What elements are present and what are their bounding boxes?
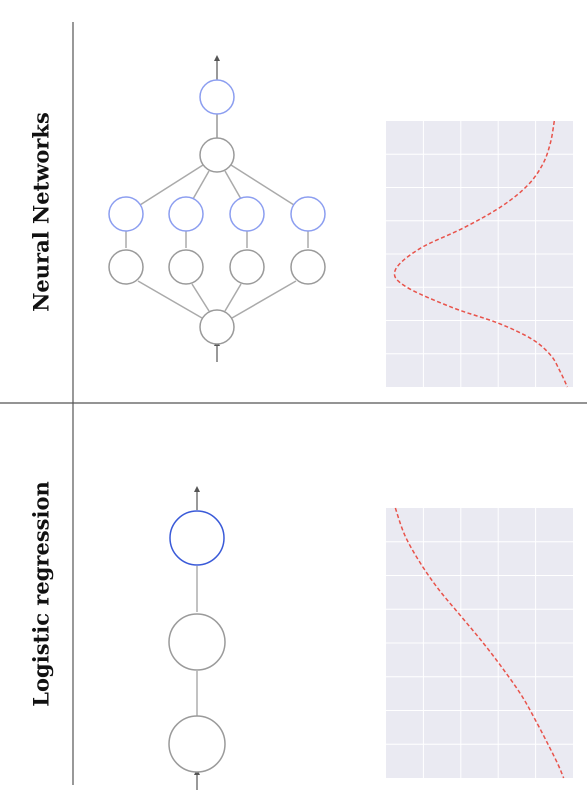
row-label-neural-networks: Neural Networks [28,112,54,312]
row-label-logistic-regression: Logistic regression [28,481,54,707]
nn-edge [224,283,242,312]
lr-output-node [169,510,225,566]
activation-curve [394,507,565,779]
nn-activation-node [108,196,144,232]
nn-activation-node [229,196,265,232]
nn-edge [231,280,297,319]
lr-activation-chart [386,507,573,779]
nn-edge [224,170,242,200]
nn-edge [191,283,210,312]
lr-input-node [168,715,226,773]
nn-aggregate-node [199,137,235,173]
nn-activation-node [290,196,326,232]
nn-hidden-node [290,249,326,285]
nn-activation-node [168,196,204,232]
nn-hidden-node [108,249,144,285]
nn-edge [230,164,295,206]
activation-curve [393,120,569,388]
nn-activation-chart [386,120,573,388]
nn-edge [137,280,203,319]
logistic-regression-diagram [168,486,226,790]
lr-aggregate-node [168,613,226,671]
nn-input-node [199,309,235,345]
nn-edge [139,164,204,206]
neural-network-diagram [108,55,326,362]
nn-hidden-node [229,249,265,285]
nn-output-node [199,79,235,115]
nn-hidden-node [168,249,204,285]
nn-edge [192,170,210,200]
